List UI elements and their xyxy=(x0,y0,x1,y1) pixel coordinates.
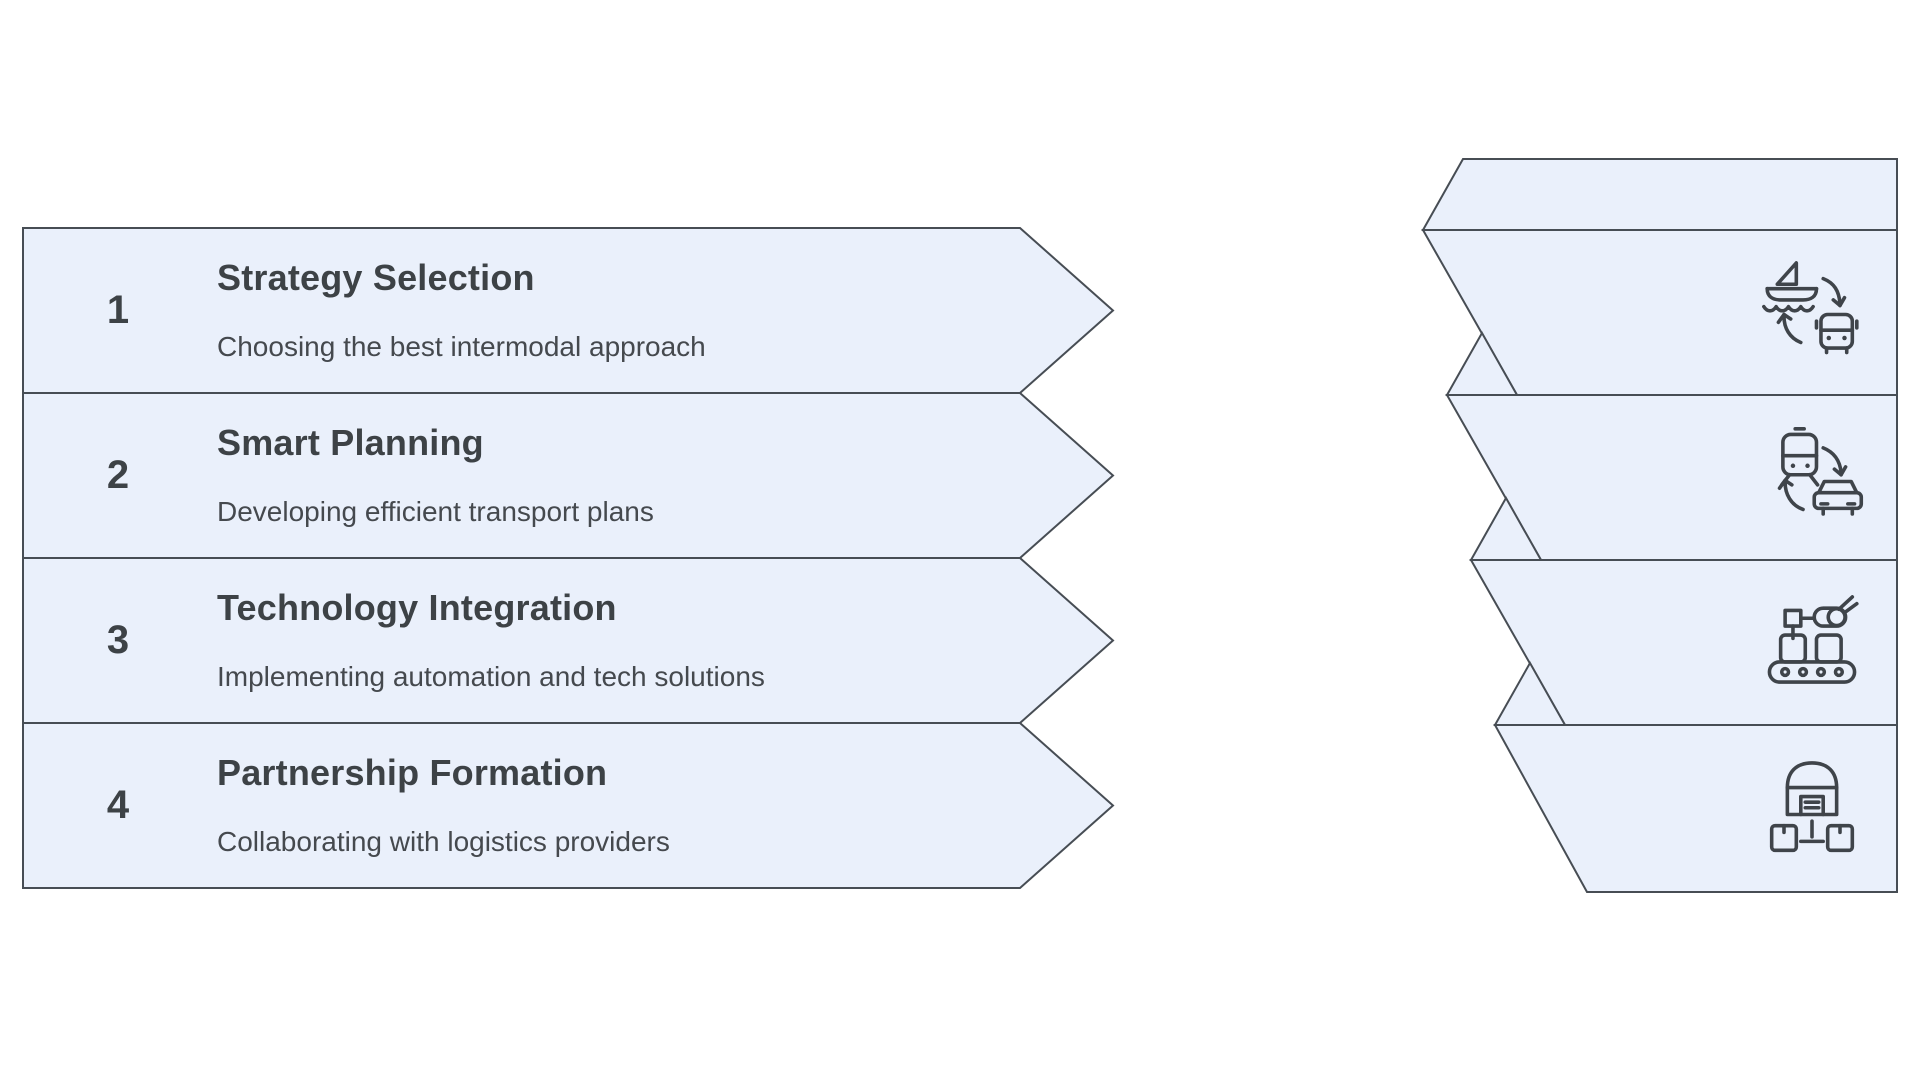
step-title: Technology Integration xyxy=(217,587,617,628)
step-description: Collaborating with logistics providers xyxy=(217,826,670,857)
step-banner-4: 4 Partnership Formation Collaborating wi… xyxy=(22,722,1115,889)
warehouse-distribution-icon xyxy=(1756,754,1868,866)
step-description: Choosing the best intermodal approach xyxy=(217,331,706,362)
arrow-banner-shape xyxy=(22,557,1115,724)
ship-to-bus-transfer-icon xyxy=(1756,254,1868,366)
step-title: Strategy Selection xyxy=(217,257,535,298)
arrow-banner-polygon xyxy=(22,392,1115,559)
step-title: Smart Planning xyxy=(217,422,484,463)
step-description: Implementing automation and tech solutio… xyxy=(217,661,765,692)
step-banner-1: 1 Strategy Selection Choosing the best i… xyxy=(22,227,1115,394)
train-to-car-transfer-icon xyxy=(1756,421,1868,533)
step-number: 1 xyxy=(106,288,130,332)
ribbon-fold-triangle-3 xyxy=(1493,660,1567,726)
arrow-banner-polygon xyxy=(22,227,1115,394)
arrow-banner-polygon xyxy=(22,722,1115,889)
robotic-arm-conveyor-icon xyxy=(1756,588,1868,700)
step-number: 2 xyxy=(106,453,130,497)
ribbon-fold-triangle-1 xyxy=(1445,330,1519,396)
arrow-banner-shape xyxy=(22,227,1115,394)
step-number: 4 xyxy=(106,783,130,827)
step-banner-3: 3 Technology Integration Implementing au… xyxy=(22,557,1115,724)
step-description: Developing efficient transport plans xyxy=(217,496,654,527)
step-number: 3 xyxy=(106,618,130,662)
arrow-banner-polygon xyxy=(22,557,1115,724)
ribbon-fold-triangle-2 xyxy=(1469,495,1543,561)
arrow-banner-shape xyxy=(22,392,1115,559)
step-title: Partnership Formation xyxy=(217,752,608,793)
step-banner-2: 2 Smart Planning Developing efficient tr… xyxy=(22,392,1115,559)
arrow-banner-shape xyxy=(22,722,1115,889)
ribbon-fold-top xyxy=(1421,158,1898,231)
